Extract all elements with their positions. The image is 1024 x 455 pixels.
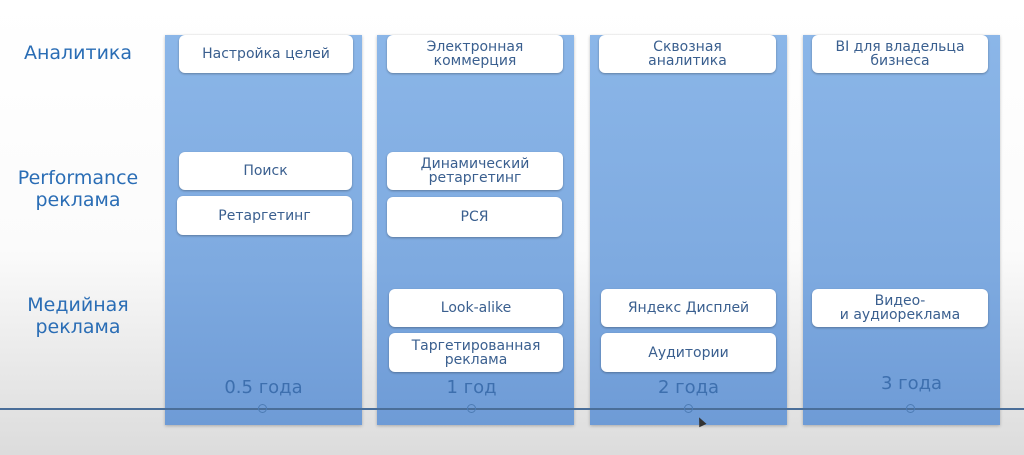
card-goals: Настройка целей (179, 35, 353, 73)
timeline-marker (906, 404, 915, 413)
card-targeted: Таргетированная реклама (389, 333, 563, 372)
year-label: 3 года (880, 373, 943, 394)
column-3-years (803, 35, 1000, 425)
card-search: Поиск (179, 152, 352, 190)
card-retargeting: Ретаргетинг (177, 196, 352, 235)
card-lookalike: Look-alike (389, 289, 563, 327)
timeline-axis (0, 408, 1024, 410)
card-end-to-end: Сквозная аналитика (599, 35, 776, 73)
timeline-marker (467, 404, 476, 413)
card-bi: BI для владельца бизнеса (812, 35, 988, 73)
card-audiences: Аудитории (601, 333, 776, 372)
card-ecommerce: Электронная коммерция (387, 35, 563, 73)
row-label-media: Медийная реклама (27, 294, 129, 338)
year-label: 2 года (657, 377, 720, 398)
card-video-audio: Видео- и аудиореклама (812, 289, 988, 327)
card-dynamic-retargeting: Динамический ретаргетинг (387, 152, 563, 190)
card-rsya: РСЯ (387, 197, 562, 237)
year-label: 1 год (446, 377, 497, 398)
timeline-marker (258, 404, 267, 413)
card-yandex-display: Яндекс Дисплей (601, 289, 776, 327)
year-label: 0.5 года (224, 377, 303, 398)
timeline-marker (684, 404, 693, 413)
row-label-performance: Performance реклама (17, 167, 139, 211)
row-label-analytics: Аналитика (23, 42, 133, 64)
